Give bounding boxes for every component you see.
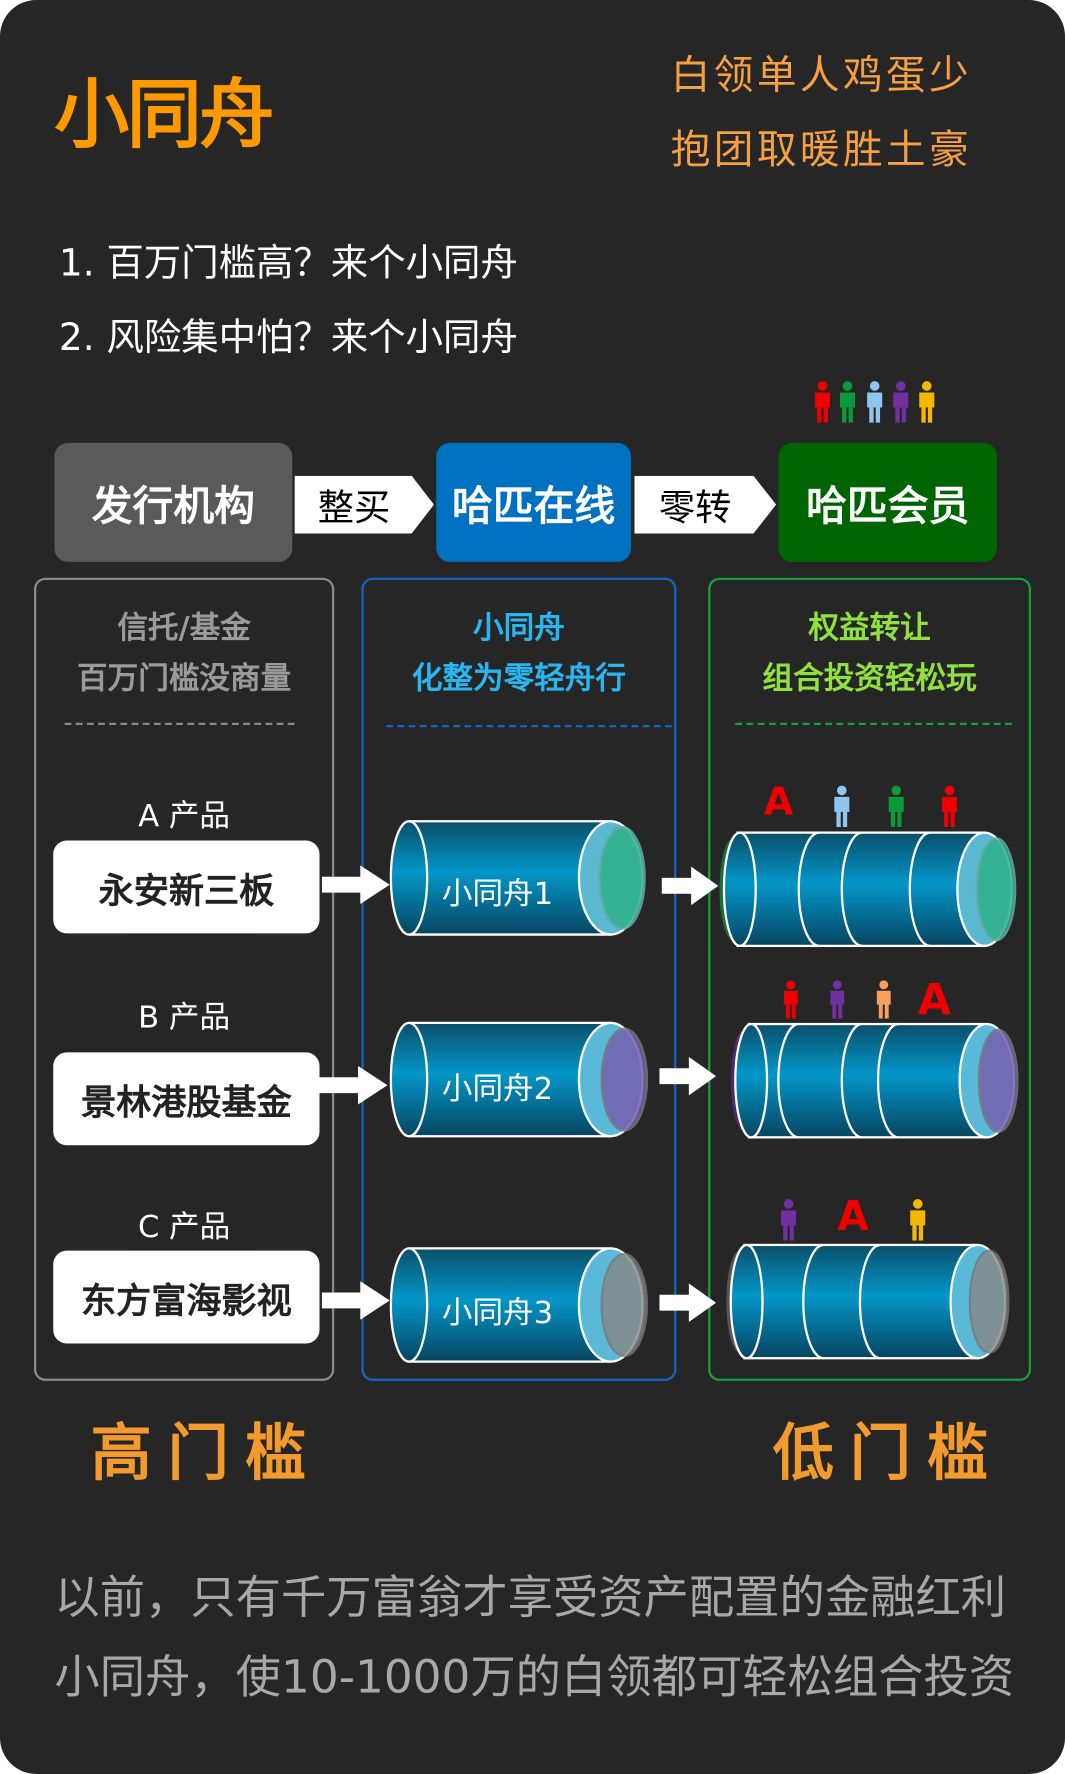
left-panel-title-2: 百万门槛没商量 — [77, 661, 292, 697]
person-icon — [888, 785, 904, 828]
divider — [64, 722, 295, 725]
arrow-right-icon — [659, 1283, 717, 1322]
platform-logo-a: A — [763, 779, 794, 825]
arrow-right-icon — [659, 1056, 717, 1096]
product-b-label: B 产品 — [138, 1000, 231, 1036]
boat-2-cylinder — [389, 1021, 649, 1138]
person-icon — [834, 785, 850, 828]
right-panel-title-2: 组合投资轻松玩 — [762, 661, 977, 697]
boat-1-label: 小同舟1 — [441, 876, 554, 912]
middle-panel-title-1: 小同舟 — [473, 610, 565, 646]
left-panel-title-1: 信托/基金 — [117, 610, 251, 646]
left-panel: 信托/基金 百万门槛没商量 — [33, 577, 335, 1381]
issuer-box: 发行机构 — [54, 442, 293, 562]
product-b-name: 景林港股基金 — [53, 1052, 320, 1146]
person-icon — [910, 1199, 926, 1241]
boat-3-cylinder — [389, 1247, 649, 1363]
arrow-right-icon — [319, 1065, 388, 1105]
product-a-name: 永安新三板 — [53, 840, 320, 934]
high-threshold-label: 高门槛 — [90, 1417, 322, 1489]
arrow-right-icon — [321, 1281, 390, 1320]
arrow-right-icon — [321, 865, 390, 904]
boat-2-label: 小同舟2 — [441, 1071, 554, 1107]
boat-1-cylinder — [389, 820, 646, 936]
right-panel: 权益转让 组合投资轻松玩 — [708, 577, 1032, 1381]
question-1: 1. 百万门槛高？来个小同舟 — [58, 240, 518, 285]
members-box: 哈匹会员 — [778, 442, 998, 562]
buy-arrow: 整买 — [294, 475, 434, 534]
divider — [386, 724, 672, 728]
low-threshold-label: 低门槛 — [772, 1417, 1004, 1489]
split-arrow: 零转 — [634, 475, 777, 534]
portfolio-1-cylinder — [719, 831, 1017, 948]
person-icon — [876, 980, 891, 1019]
platform-logo-a: A — [917, 974, 952, 1025]
person-icon — [941, 785, 957, 828]
portfolio-2-cylinder — [730, 1022, 1019, 1139]
portfolio-3-cylinder — [726, 1243, 1010, 1360]
divider — [735, 722, 1012, 725]
arrow-right-icon — [661, 866, 719, 906]
page-title: 小同舟 — [54, 71, 274, 159]
platform-logo-a: A — [837, 1193, 869, 1241]
people-group-icon — [815, 381, 935, 423]
person-icon — [783, 980, 798, 1019]
platform-box: 哈匹在线 — [436, 442, 632, 562]
footer-line-1: 以前，只有千万富翁才享受资产配置的金融红利 — [54, 1572, 1007, 1625]
product-a-label: A 产品 — [138, 798, 231, 834]
middle-panel: 小同舟 化整为零轻舟行 — [361, 577, 677, 1381]
product-c-name: 东方富海影视 — [53, 1250, 320, 1344]
middle-panel-title-2: 化整为零轻舟行 — [411, 661, 626, 697]
question-2: 2. 风险集中怕？来个小同舟 — [58, 314, 518, 360]
slogan-line-2: 抱团取暖胜土豪 — [670, 128, 973, 174]
footer-line-2: 小同舟，使10-1000万的白领都可轻松组合投资 — [54, 1651, 1015, 1704]
boat-3-label: 小同舟3 — [441, 1295, 554, 1332]
person-icon — [781, 1199, 797, 1241]
slogan-line-1: 白领单人鸡蛋少 — [670, 53, 973, 99]
person-icon — [830, 980, 845, 1019]
right-panel-title-1: 权益转让 — [808, 610, 931, 646]
product-c-label: C 产品 — [137, 1209, 231, 1245]
